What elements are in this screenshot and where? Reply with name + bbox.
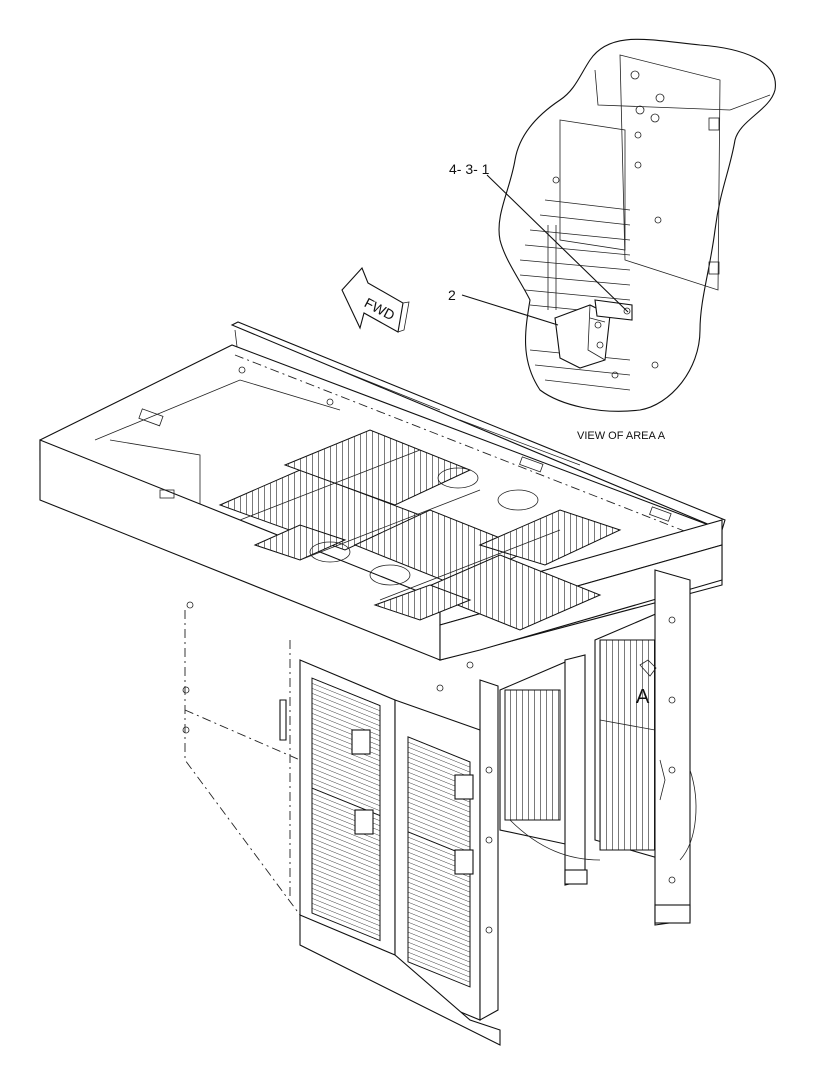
main-assembly: A — [39, 321, 726, 1046]
detail-bracket-item-2 — [554, 299, 633, 369]
callout-2: 2 — [448, 287, 456, 303]
fwd-arrow: FWD — [341, 266, 410, 333]
leader-line-2 — [461, 294, 559, 326]
detail-bolts — [552, 70, 720, 379]
detail-view-area-a: 4- 3- 1 2 VIEW OF AREA A — [448, 38, 776, 442]
top-grilles — [218, 429, 622, 631]
callout-4-3-1: 4- 3- 1 — [449, 161, 490, 177]
area-a-marker: A — [636, 686, 650, 708]
view-title: VIEW OF AREA A — [577, 430, 666, 442]
leader-line-4-3-1 — [486, 174, 629, 313]
